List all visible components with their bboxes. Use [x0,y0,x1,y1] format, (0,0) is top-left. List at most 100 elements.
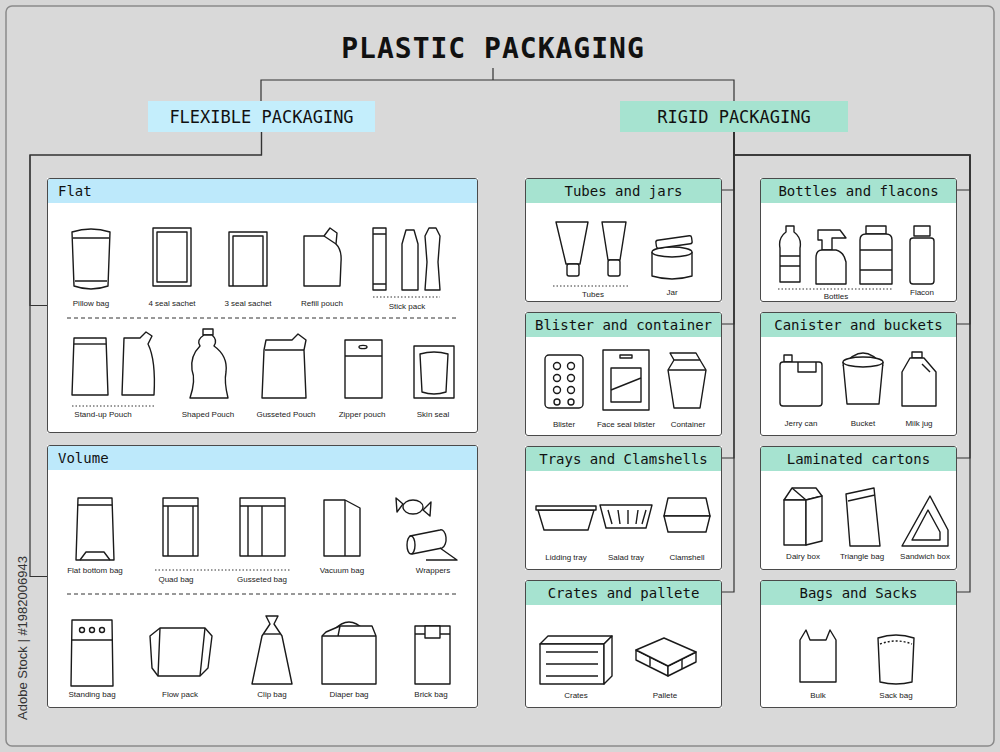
bottles-icon [780,226,892,284]
panel-title: Flat [58,183,92,199]
item-label: Pallete [653,691,677,700]
panel-title: Blister and container [535,317,712,333]
tree-connector [30,132,262,306]
tree-connector [734,132,970,458]
flacon-icon [910,226,934,284]
gusseted-pouch-icon [262,334,306,398]
flow-pack-icon [150,628,212,676]
item-label: Salad tray [608,553,644,562]
crates-icon [540,636,612,684]
refill-pouch-icon [304,228,341,286]
panel-title: Crates and pallete [548,585,700,601]
item-label: Brick bag [414,690,447,699]
item-label: Sack bag [879,691,912,700]
item-label: Vacuum bag [320,566,364,575]
panel-header: Crates and pallete [526,581,721,605]
item-label: Gusseted Pouch [256,410,315,419]
item-label: Diaper bag [329,690,368,699]
pallete-icon [636,638,696,676]
item-label: Jerry can [785,419,818,428]
shaped-pouch-icon [190,329,228,398]
vacuum-bag-icon [324,500,360,556]
item-label: Lidding tray [545,553,586,562]
panel-header: Volume [48,446,477,470]
item-label: Blister [553,420,575,429]
clip-bag-icon [252,616,292,684]
four-seal-sachet-icon [153,228,191,286]
jerry-can-icon [780,355,822,406]
brick-bag-icon [415,626,450,684]
jar-icon [652,236,692,279]
category-panel: Crates and pallete [525,580,722,708]
panel-title: Canister and buckets [774,317,943,333]
panel-header: Tubes and jars [526,179,721,203]
zipper-pouch-icon [345,340,382,398]
item-label: Milk jug [905,419,932,428]
item-label: Bottles [824,292,848,301]
item-label: Wrappers [416,566,451,575]
wrappers-icon [396,498,457,560]
item-label: Clamshell [669,553,704,562]
lidding-tray-icon [536,506,596,530]
stand-up-pouch-icon [72,332,154,395]
band-title: RIGID PACKAGING [657,107,811,127]
item-label: Stand-up Pouch [74,410,131,419]
band-title: FLEXIBLE PACKAGING [169,107,353,127]
watermark: Adobe Stock | #1982006943 [15,556,30,720]
item-label: Triangle bag [840,552,884,561]
category-panel: Bottles and flacons [760,178,957,302]
bulk-bag-icon [800,630,836,682]
diaper-bag-icon [322,622,376,684]
item-label: Face seal blister [597,420,655,429]
tree-connector [722,132,734,592]
three-seal-sachet-icon [229,232,267,286]
item-label: Quad bag [158,575,193,584]
item-label: Tubes [582,290,604,299]
panel-header: Trays and Clamshells [526,447,721,471]
tubes-icon [556,222,626,276]
item-label: Container [671,420,706,429]
panel-title: Volume [58,450,109,466]
standing-bag-icon [71,620,113,686]
clamshell-icon [664,498,710,532]
panel-title: Bags and Sacks [799,585,917,601]
category-band: FLEXIBLE PACKAGING [148,101,375,132]
item-label: Shaped Pouch [182,410,235,419]
tree-connector [722,132,734,324]
category-panel: Blister and container [525,312,722,436]
tree-connector [734,132,970,324]
container-icon [668,353,706,408]
tree-connector [734,132,970,592]
item-label: Gusseted bag [237,575,287,584]
panel-grounds [47,178,957,708]
item-label: Refill pouch [301,299,343,308]
item-label: Sandwich box [900,552,950,561]
category-panel: Bags and Sacks [760,580,957,708]
face-seal-blister-icon [603,350,649,410]
item-label: Bucket [851,419,875,428]
item-label: Flacon [910,288,934,297]
item-label: Clip bag [257,690,286,699]
bucket-icon [843,353,883,404]
item-label: Flat bottom bag [67,566,123,575]
sandwich-box-icon [902,496,948,546]
sack-bag-icon [878,635,914,684]
item-label: Dairy box [786,552,820,561]
panel-header: Flat [48,179,477,203]
panel-header: Canister and buckets [761,313,956,337]
item-label: Pillow bag [73,299,109,308]
item-label: Flow pack [162,690,198,699]
frame [6,6,994,746]
gusseted-bag-icon [240,498,285,556]
panel-title: Trays and Clamshells [539,451,708,467]
triangle-bag-icon [846,488,880,546]
panel-title: Laminated cartons [787,451,930,467]
skin-seal-icon [414,346,454,398]
item-label: Standing bag [68,690,115,699]
category-panel: Laminated cartons [760,446,957,570]
category-panel: Canister and buckets [760,312,957,436]
diagram-title: PLASTIC PACKAGING [341,32,645,65]
item-label: Bulk [810,691,826,700]
